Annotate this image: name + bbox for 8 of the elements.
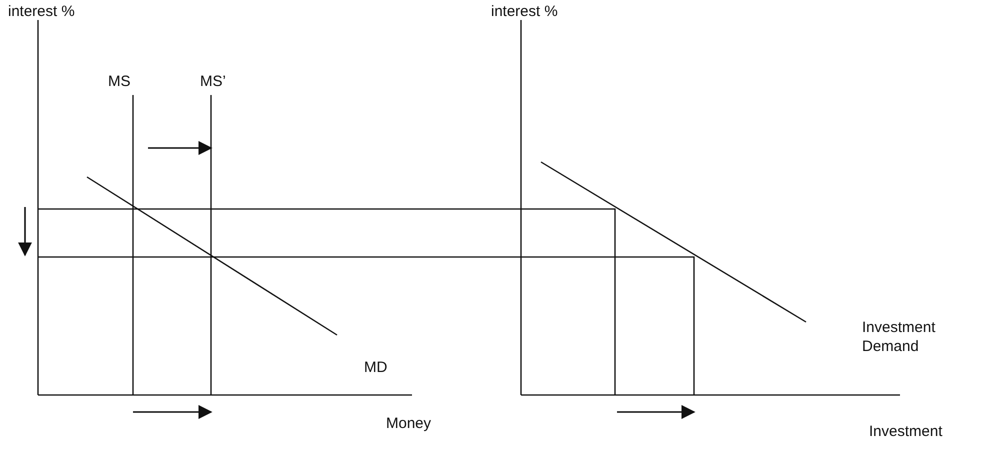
curve-label: MS’ xyxy=(200,72,226,91)
axis-label: Money xyxy=(386,414,432,433)
axis-label: Investment xyxy=(869,422,942,441)
axis-label: interest % xyxy=(491,2,558,21)
curve-label: MS xyxy=(108,72,130,91)
axis-label: interest % xyxy=(8,2,75,21)
curve-label: MD xyxy=(364,358,388,377)
curve-label: Investment Demand xyxy=(862,318,936,356)
